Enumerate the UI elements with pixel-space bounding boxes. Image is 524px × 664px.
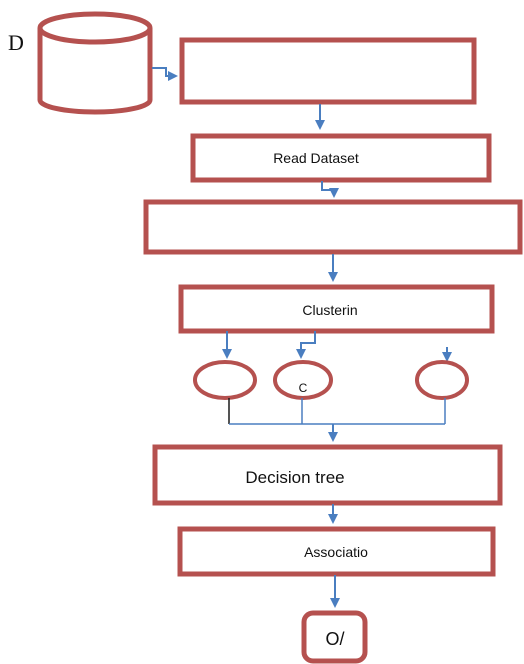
read-dataset-label: Read Dataset xyxy=(273,150,359,166)
association-box xyxy=(177,526,496,577)
database-label: D xyxy=(8,30,24,55)
cluster-oval-3 xyxy=(415,360,469,400)
decision-tree-label: Decision tree xyxy=(245,468,344,487)
output-box xyxy=(301,610,368,664)
clustering-label: Clusterin xyxy=(302,302,357,318)
cluster-oval-1 xyxy=(193,360,257,400)
arrow-db-to-box1 xyxy=(152,67,178,81)
cluster-c-label: C xyxy=(299,381,308,395)
decision-tree-box xyxy=(152,444,503,506)
clustering-box xyxy=(178,284,495,334)
input-box-top xyxy=(179,37,477,105)
read-dataset-box xyxy=(190,133,492,183)
cluster-oval-2 xyxy=(273,360,333,400)
arrow-clustering-to-cluster-2 xyxy=(296,331,316,359)
output-label: O/ xyxy=(325,629,344,649)
association-label: Associatio xyxy=(304,544,368,560)
preprocess-box xyxy=(143,199,523,255)
arrow-read-dataset-to-box3 xyxy=(321,181,339,198)
database-cylinder xyxy=(37,11,153,115)
